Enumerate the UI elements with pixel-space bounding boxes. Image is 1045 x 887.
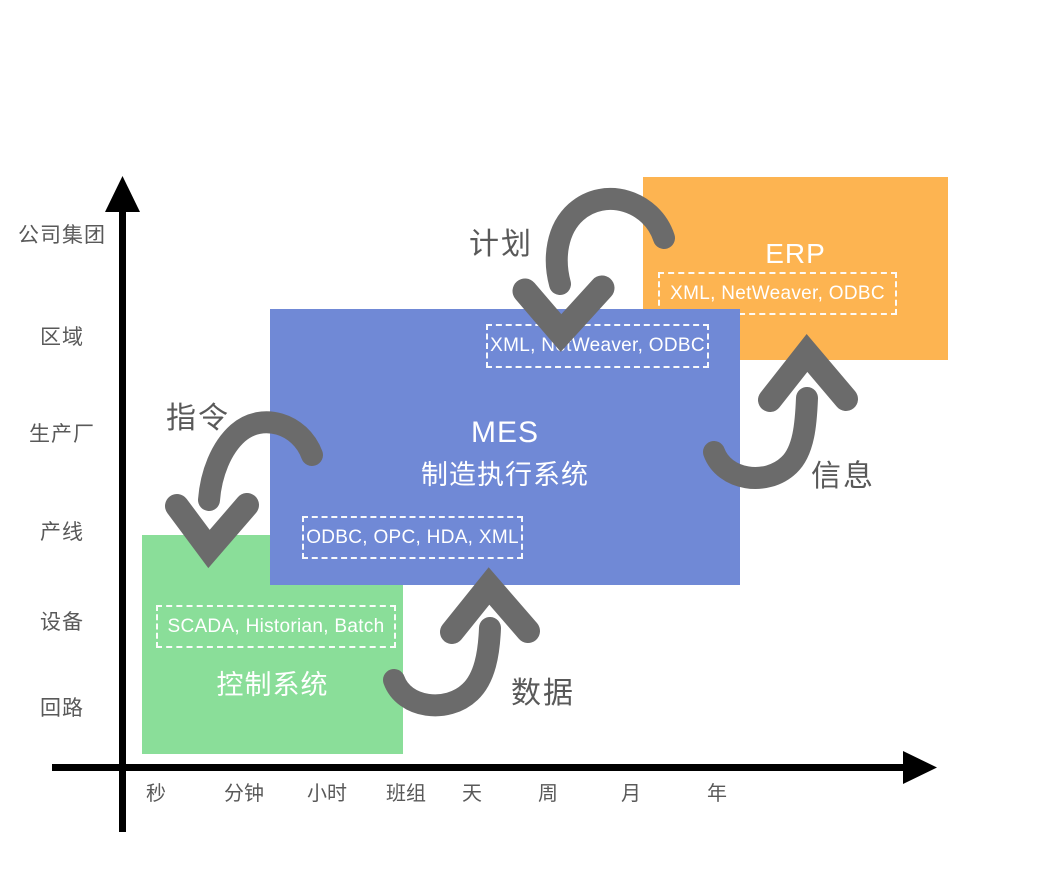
data-flow-label: 数据: [511, 677, 575, 710]
mes-interfaces-top-label: XML, NetWeaver, ODBC: [486, 324, 709, 368]
y-axis-label-loop: 回路: [40, 696, 84, 720]
y-axis-label-line: 产线: [40, 520, 84, 544]
y-axis-label-equipment: 设备: [40, 610, 84, 634]
x-axis-arrowhead-icon: [903, 751, 937, 784]
y-axis: [105, 176, 140, 832]
y-axis-label-plant: 生产厂: [29, 422, 95, 446]
mes-box: XML, NetWeaver, ODBC MES 制造执行系统 ODBC, OP…: [270, 309, 740, 585]
x-axis-label-shift: 班组: [386, 783, 426, 805]
info-flow-label: 信息: [811, 460, 875, 493]
x-axis-label-hour: 小时: [307, 783, 347, 805]
erp-title: ERP: [765, 238, 826, 269]
erp-box: ERP XML, NetWeaver, ODBC: [643, 177, 948, 360]
y-axis-label-region: 区域: [40, 325, 84, 349]
x-axis-label-year: 年: [707, 783, 727, 805]
mes-title: MES: [470, 416, 539, 449]
x-axis-label-month: 月: [621, 783, 641, 805]
control-interfaces-label: SCADA, Historian, Batch: [156, 605, 396, 648]
x-axis-label-week: 周: [538, 783, 558, 805]
x-axis-label-day: 天: [462, 783, 482, 805]
x-axis-label-second: 秒: [146, 783, 166, 805]
command-flow-label: 指令: [166, 402, 230, 435]
mes-interfaces-bottom-label: ODBC, OPC, HDA, XML: [302, 516, 523, 559]
x-axis-label-minute: 分钟: [224, 783, 264, 805]
plan-flow-label: 计划: [469, 228, 533, 261]
y-axis-label-corporate: 公司集团: [18, 223, 106, 247]
mes-subtitle: 制造执行系统: [421, 460, 589, 490]
y-axis-arrowhead-icon: [105, 176, 140, 212]
control-system-title: 控制系统: [216, 670, 329, 700]
x-axis: [52, 751, 937, 784]
